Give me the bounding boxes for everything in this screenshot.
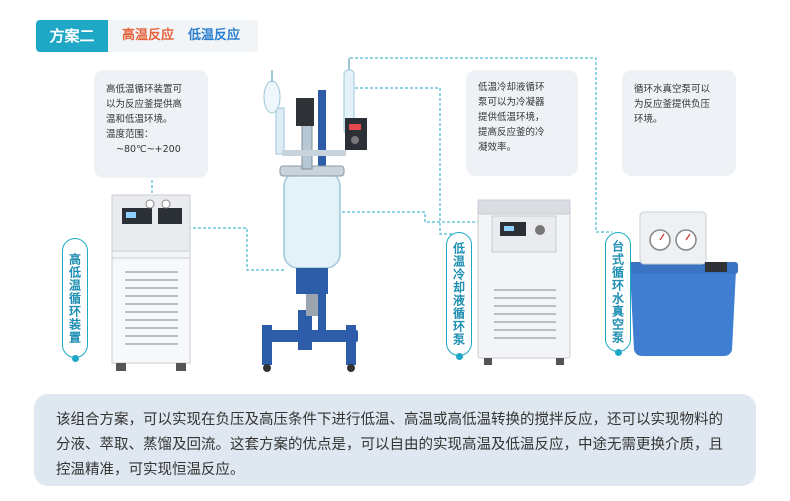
callout-text: 提供低温环境， <box>478 112 545 123</box>
label-cooling-pump: 低温冷却液循环泵 <box>446 232 472 356</box>
callout-text: 泵可以为冷凝器 <box>478 97 545 108</box>
vacuum-pump-unit <box>628 211 738 356</box>
label-chiller-heater: 高低温循环装置 <box>62 238 88 358</box>
callout-chiller-heater: 高低温循环装置可 以为反应釜提供高 温和低温环境。 温度范围： ~80℃~+20… <box>94 70 208 178</box>
callout-vacuum-pump: 循环水真空泵可以 为反应釜提供负压 环境。 <box>622 70 736 176</box>
temperature-range: ~80℃~+200 <box>116 144 181 155</box>
connector-dot <box>72 355 79 362</box>
connector-dot <box>615 349 622 356</box>
callout-text: 循环水真空泵可以 <box>634 84 711 95</box>
callout-text: 提高反应釜的冷 <box>478 127 545 138</box>
callout-text: 温度范围： <box>106 129 154 140</box>
cooling-pump-unit <box>477 199 571 365</box>
callout-text: 为反应釜提供负压 <box>634 99 711 110</box>
label-vacuum-pump: 台式循环水真空泵 <box>605 232 631 352</box>
tab-low-temp[interactable]: 低温反应 <box>188 28 241 43</box>
callout-text: 以为反应釜提供高 <box>106 99 183 110</box>
connector-dot <box>456 353 463 360</box>
glass-reactor <box>262 58 367 372</box>
scheme-title: 方案二 <box>36 20 108 52</box>
tab-high-temp[interactable]: 高温反应 <box>122 28 175 43</box>
callout-text: 高低温循环装置可 <box>106 84 183 95</box>
callout-cooling-pump: 低温冷却液循环 泵可以为冷凝器 提供低温环境， 提高反应釜的冷 凝效率。 <box>466 70 578 176</box>
scheme-description: 该组合方案，可以实现在负压及高压条件下进行低温、高温或高低温转换的搅拌反应，还可… <box>34 394 756 486</box>
chiller-heater-unit <box>111 194 191 371</box>
callout-text: 凝效率。 <box>478 142 517 153</box>
callout-text: 温和低温环境。 <box>106 114 173 125</box>
connector-lines <box>151 57 612 271</box>
callout-text: 环境。 <box>634 114 663 125</box>
callout-text: 低温冷却液循环 <box>478 82 545 93</box>
scheme-tab-bar: 方案二 高温反应 低温反应 <box>36 20 258 52</box>
